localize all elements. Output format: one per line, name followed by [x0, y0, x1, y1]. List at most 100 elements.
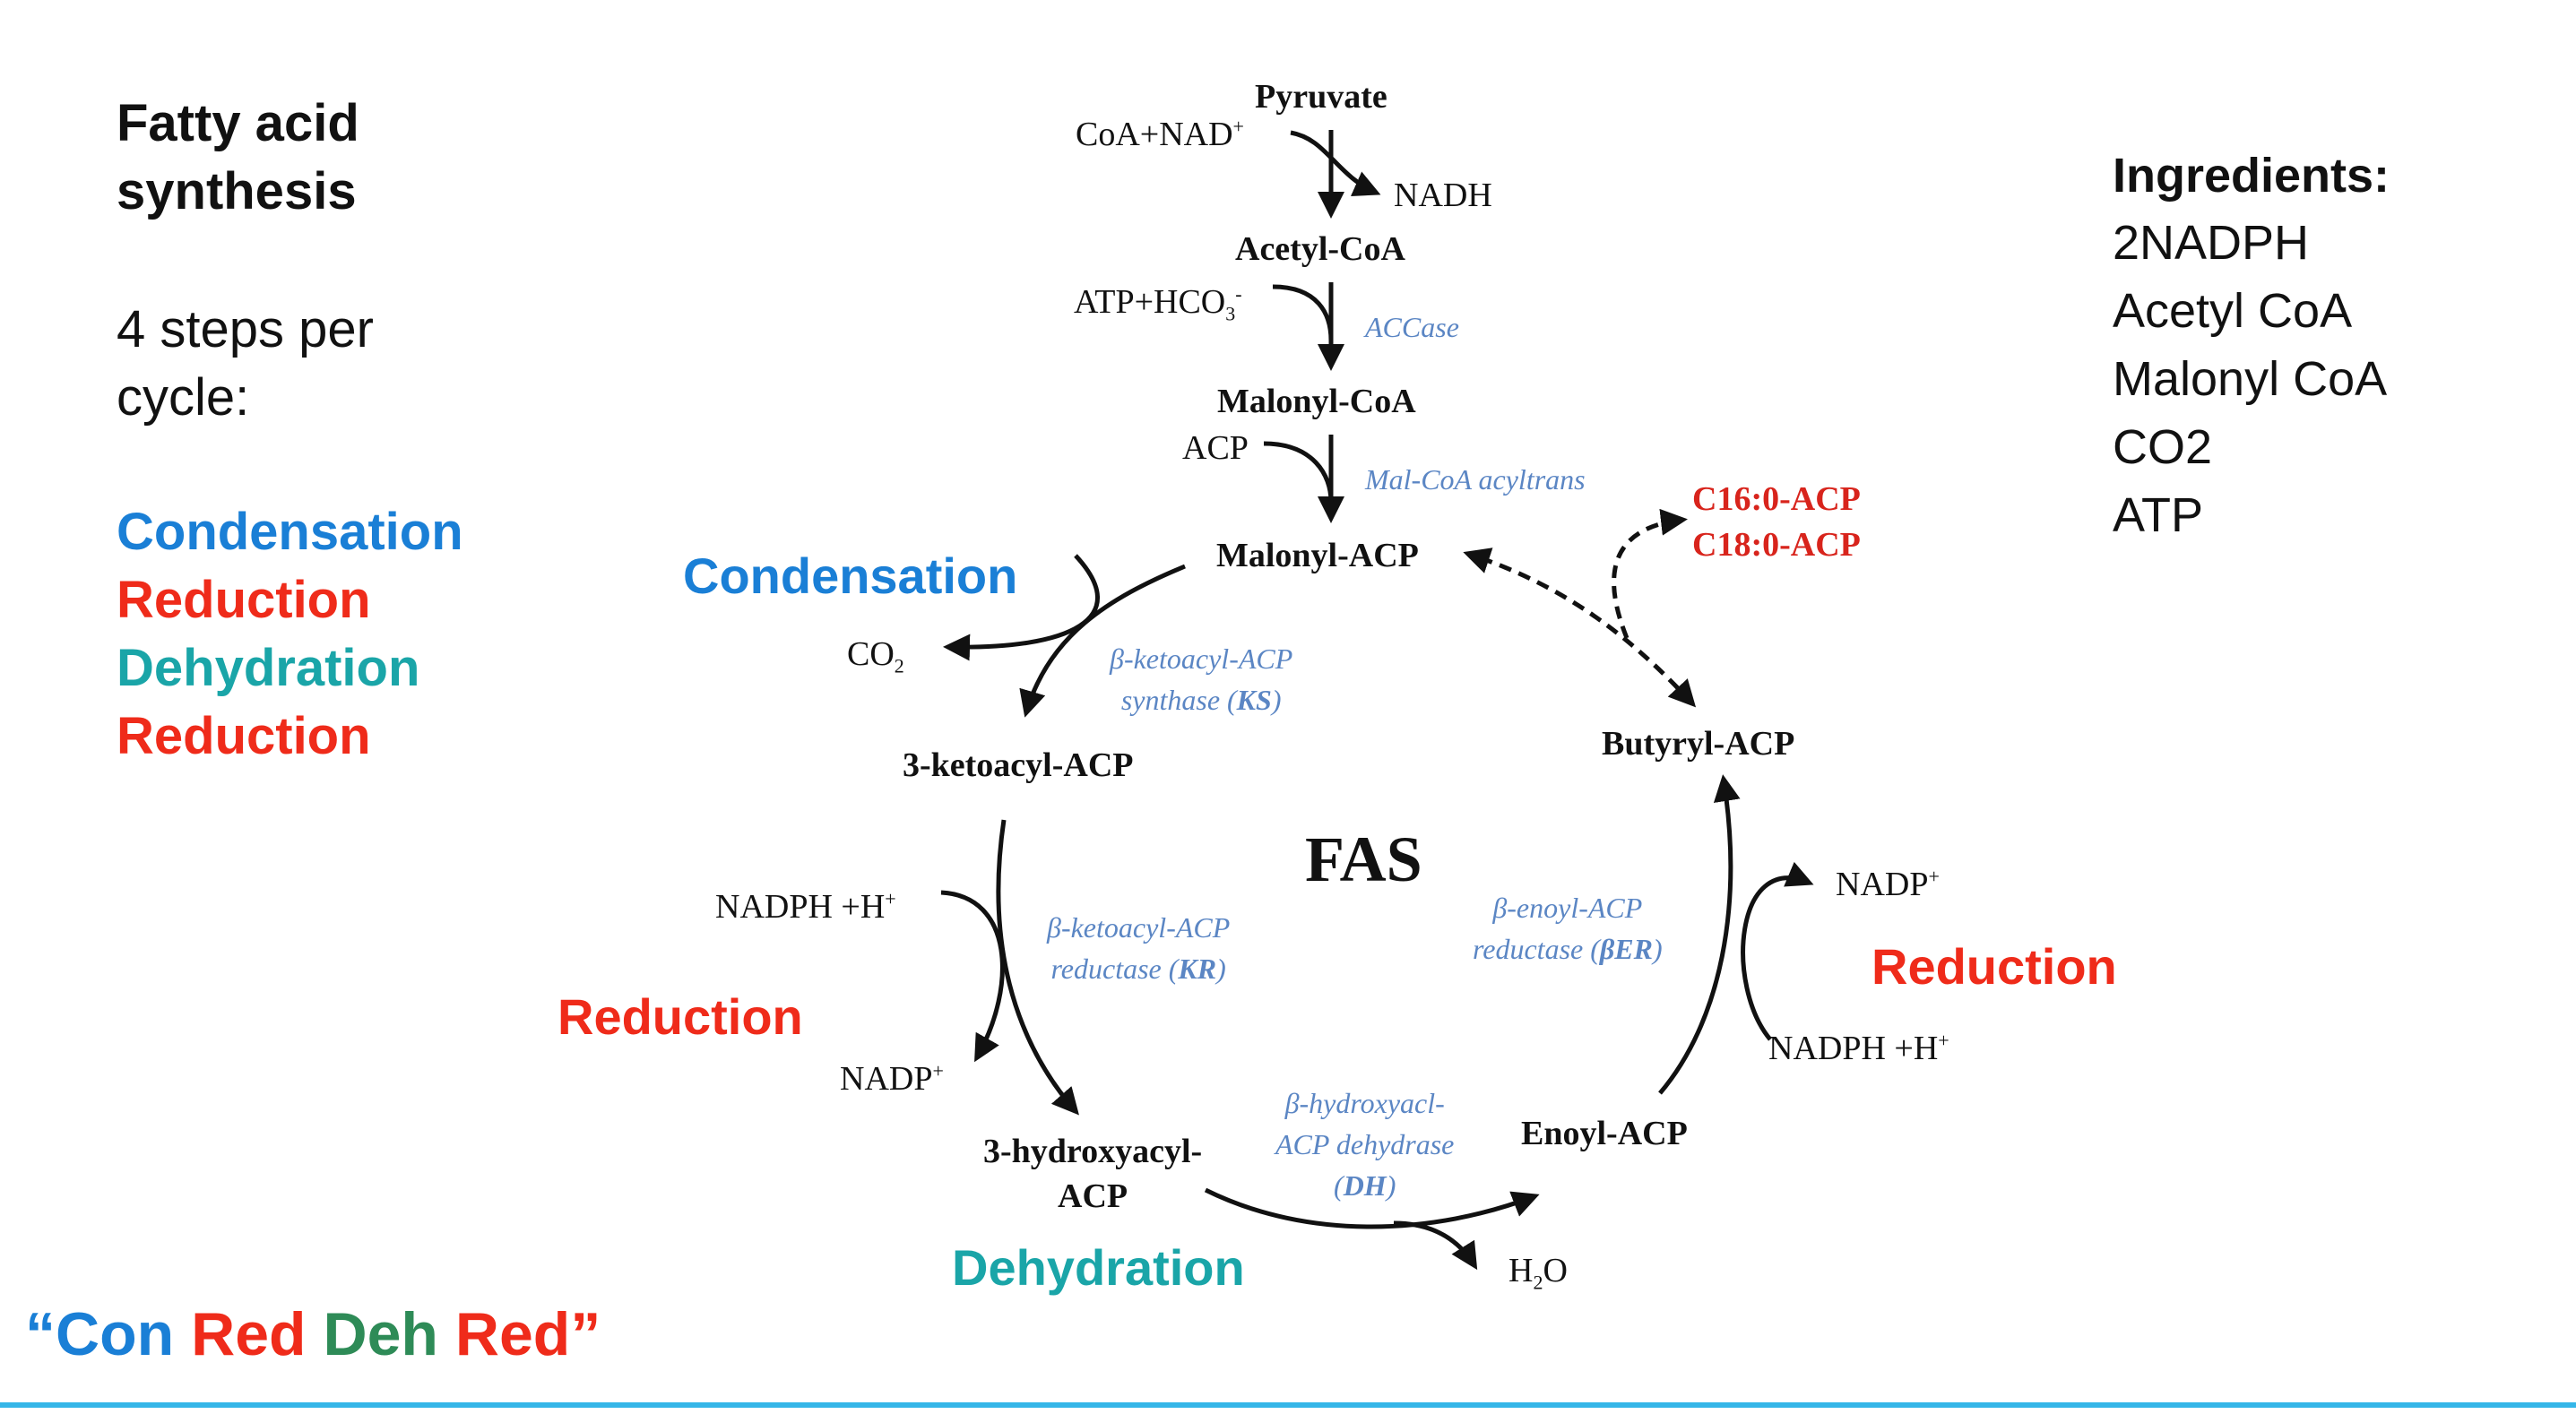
arrow-reduction-right: [1658, 774, 1741, 1095]
enzyme-ks-line1: β-ketoacyl-ACP: [1110, 642, 1293, 675]
cofactor-nadph-left-text: NADPH +H: [715, 888, 886, 926]
enzyme-dh: β-hydroxyacl- ACP dehydrase (DH): [1275, 1082, 1454, 1206]
stage-dehydration: Dehydration: [952, 1239, 1245, 1296]
ingredient-item: ATP: [2113, 488, 2204, 542]
cofactor-nadp-left: NADP+: [840, 1059, 944, 1099]
cofactor-nadph-left-sup: +: [885, 887, 896, 910]
cofactor-co2-text: CO: [847, 635, 895, 673]
metabolite-3-ketoacyl-acp: 3-ketoacyl-ACP: [903, 746, 1134, 784]
enzyme-ks-abbr: KS: [1236, 684, 1272, 716]
enzyme-er-end: ): [1652, 933, 1663, 965]
cofactor-atp-hco3: ATP+HCO3-: [1074, 282, 1242, 326]
enzyme-kr-line1: β-ketoacyl-ACP: [1047, 911, 1231, 944]
arrow-nadph-right: [1741, 861, 1814, 1041]
arrow-co2-release: [943, 554, 1100, 661]
cofactor-atp-hco3-sup: -: [1235, 282, 1242, 306]
metabolite-3-hydroxyacyl-line1: 3-hydroxyacyl-: [983, 1133, 1203, 1170]
metabolite-butyryl-acp: Butyryl-ACP: [1602, 725, 1795, 763]
fas-center-label: FAS: [1305, 823, 1422, 895]
metabolite-malonyl-coa: Malonyl-CoA: [1217, 383, 1416, 420]
enzyme-er: β-enoyl-ACP reductase (βER): [1473, 887, 1663, 970]
cofactor-nadp-left-text: NADP: [840, 1060, 933, 1098]
cofactor-co2-sub: 2: [894, 654, 904, 677]
cofactor-h2o-sub: 2: [1533, 1271, 1543, 1294]
cofactor-atp-hco3-sub: 3: [1225, 302, 1236, 325]
enzyme-mal-coa-acyltrans: Mal-CoA acyltrans: [1365, 463, 1586, 496]
cofactor-nadph-right-text: NADPH +H: [1768, 1030, 1939, 1067]
enzyme-dh-line3: (DH): [1275, 1165, 1454, 1206]
enzyme-kr-abbr: KR: [1178, 953, 1217, 985]
enzyme-dh-open: (: [1334, 1169, 1344, 1202]
cofactor-nadp-right: NADP+: [1836, 865, 1940, 904]
panel-subtitle: 4 steps per cycle:: [117, 300, 374, 427]
enzyme-dh-abbr: DH: [1343, 1169, 1387, 1202]
cofactor-coa-nad-sup: +: [1232, 115, 1244, 138]
cofactor-nadh: NADH: [1394, 177, 1492, 214]
ingredient-item: Acetyl CoA: [2113, 284, 2353, 338]
arrow-reduction-left: [996, 819, 1079, 1116]
step-condensation: Condensation: [117, 503, 463, 561]
mnemonic-deh: Deh: [323, 1300, 438, 1368]
enzyme-kr-end: ): [1216, 953, 1226, 985]
enzyme-kr: β-ketoacyl-ACP reductase (KR): [1047, 907, 1230, 989]
metabolite-malonyl-acp: Malonyl-ACP: [1216, 537, 1419, 574]
ingredient-item: Malonyl CoA: [2113, 352, 2388, 406]
dashed-arrow-butyryl-malonyl: [1463, 547, 1697, 708]
enzyme-er-line2: reductase (βER): [1473, 928, 1663, 970]
enzyme-kr-line2-text: reductase (: [1050, 953, 1179, 985]
mnemonic-red: Red: [454, 1300, 571, 1368]
cofactor-nadph-right-sup: +: [1938, 1029, 1949, 1052]
dashed-arrow-products: [1612, 508, 1688, 639]
metabolite-3-hydroxyacyl-acp: 3-hydroxyacyl- ACP: [983, 1129, 1202, 1219]
panel-title: Fatty acid synthesis: [117, 94, 359, 220]
cofactor-nadp-right-text: NADP: [1836, 866, 1929, 903]
bottom-accent-rule: [0, 1402, 2576, 1408]
enzyme-dh-end: ): [1386, 1169, 1396, 1202]
product-c18: C18:0-ACP: [1692, 526, 1861, 564]
cofactor-h2o: H2O: [1508, 1251, 1568, 1295]
ingredients-heading: Ingredients:: [2113, 149, 2390, 203]
enzyme-er-abbr: βER: [1599, 933, 1653, 965]
cofactor-coa-nad: CoA+NAD+: [1076, 115, 1244, 154]
step-reduction-1: Reduction: [117, 571, 371, 629]
product-c16: C16:0-ACP: [1692, 480, 1861, 518]
arrow-dehydration: [1204, 1187, 1540, 1229]
enzyme-dh-line1: β-hydroxyacl-: [1284, 1087, 1445, 1119]
arrow-acp-side: [1263, 441, 1334, 503]
mnemonic-con: Con: [56, 1300, 175, 1368]
cofactor-nadp-left-sup: +: [932, 1059, 944, 1082]
cofactor-atp-hco3-text: ATP+HCO: [1074, 283, 1226, 321]
arrow-atp-side: [1272, 284, 1334, 341]
ingredient-item: 2NADPH: [2113, 216, 2310, 270]
cofactor-acp: ACP: [1182, 429, 1249, 467]
metabolite-3-hydroxyacyl-line2: ACP: [1058, 1177, 1128, 1215]
arrow-nadh-side: [1290, 130, 1381, 196]
cofactor-nadph-right: NADPH +H+: [1768, 1029, 1949, 1068]
metabolite-pyruvate: Pyruvate: [1255, 78, 1387, 116]
arrow-h2o-release: [1393, 1220, 1478, 1271]
cofactor-h2o-o: O: [1543, 1252, 1568, 1289]
stage-reduction-left: Reduction: [558, 988, 803, 1045]
cofactor-nadp-right-sup: +: [1928, 865, 1940, 888]
step-reduction-2: Reduction: [117, 707, 371, 765]
cofactor-h2o-h: H: [1508, 1252, 1534, 1289]
enzyme-accase: ACCase: [1365, 311, 1459, 343]
arrow-nadph-left: [940, 890, 1005, 1063]
step-dehydration: Dehydration: [117, 639, 420, 697]
cofactor-co2: CO2: [847, 634, 904, 678]
enzyme-er-line1: β-enoyl-ACP: [1492, 892, 1643, 924]
cofactor-nadph-left: NADPH +H+: [715, 887, 896, 927]
metabolite-acetyl-coa: Acetyl-CoA: [1235, 230, 1405, 268]
stage-condensation: Condensation: [683, 547, 1018, 604]
stage-reduction-right: Reduction: [1871, 938, 2117, 995]
enzyme-ks-line2-text: synthase (: [1120, 684, 1237, 716]
ingredient-item: CO2: [2113, 420, 2213, 474]
mnemonic-red: Red: [191, 1300, 307, 1368]
cofactor-coa-nad-text: CoA+NAD: [1076, 116, 1233, 153]
metabolite-enoyl-acp: Enoyl-ACP: [1521, 1115, 1688, 1152]
enzyme-ks-end: ): [1271, 684, 1282, 716]
mnemonic-close-quote: ”: [570, 1300, 601, 1368]
enzyme-ks-line2: synthase (KS): [1110, 679, 1292, 720]
mnemonic-open-quote: “: [25, 1300, 56, 1368]
